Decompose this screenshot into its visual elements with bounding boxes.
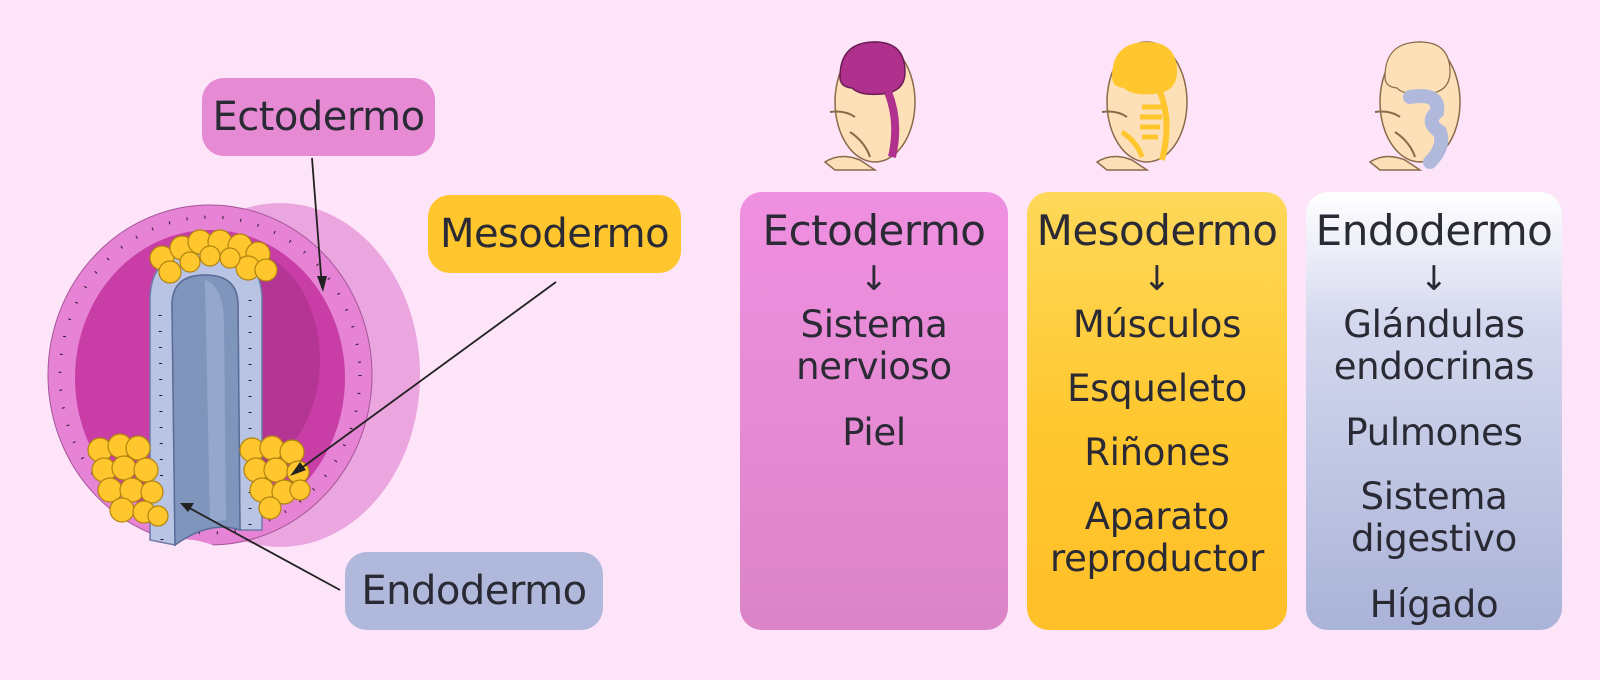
mesoderm-cluster-left bbox=[87, 433, 169, 527]
fetus-digestive-system-icon bbox=[1368, 41, 1461, 171]
endoderm-column: Endodermo ↓ Glándulas endocrinas Pulmone… bbox=[1306, 192, 1562, 630]
endoderm-pointer-line bbox=[181, 503, 341, 591]
ectoderm-label: Ectodermo bbox=[202, 78, 435, 156]
list-item: Hígado bbox=[1369, 583, 1499, 626]
list-item: Piel bbox=[842, 411, 906, 454]
column-title: Endodermo bbox=[1315, 206, 1553, 255]
ectoderm-cell-band bbox=[58, 215, 362, 535]
mesoderm-pointer-line bbox=[295, 281, 557, 473]
endoderm-label: Endodermo bbox=[345, 552, 603, 630]
list-item: Sistema digestivo bbox=[1351, 475, 1517, 560]
endoderm-cavity-shade bbox=[205, 280, 226, 522]
mesoderm-cluster-right bbox=[239, 435, 311, 520]
list-item: Riñones bbox=[1084, 431, 1230, 474]
mesoderm-column: Mesodermo ↓ Músculos Esqueleto Riñones A… bbox=[1027, 192, 1287, 630]
mesoderm-cluster-top bbox=[149, 229, 278, 284]
column-title: Mesodermo bbox=[1036, 206, 1278, 255]
mesoderm-label: Mesodermo bbox=[428, 195, 681, 273]
embryo-bottom-cut bbox=[140, 539, 220, 560]
list-item: Aparato reproductor bbox=[1049, 495, 1265, 580]
fetus-nervous-system-icon bbox=[823, 41, 916, 171]
column-title: Ectodermo bbox=[762, 206, 986, 255]
endoderm-pointer-arrowhead bbox=[180, 503, 194, 512]
list-item: Músculos bbox=[1072, 303, 1242, 346]
list-item: Pulmones bbox=[1345, 411, 1523, 454]
down-arrow-icon: ↓ bbox=[1419, 259, 1449, 299]
ectoderm-column: Ectodermo ↓ Sistema nervioso Piel bbox=[740, 192, 1008, 630]
fetus-musculoskeletal-icon bbox=[1095, 41, 1188, 171]
down-arrow-icon: ↓ bbox=[859, 259, 889, 299]
list-item: Esqueleto bbox=[1067, 367, 1247, 410]
ectoderm-pointer-line bbox=[311, 157, 323, 289]
ectoderm-pointer-arrowhead bbox=[317, 276, 327, 292]
list-item: Glándulas endocrinas bbox=[1333, 303, 1535, 388]
down-arrow-icon: ↓ bbox=[1142, 259, 1172, 299]
mesoderm-pointer-arrowhead bbox=[290, 462, 306, 476]
list-item: Sistema nervioso bbox=[796, 303, 952, 388]
